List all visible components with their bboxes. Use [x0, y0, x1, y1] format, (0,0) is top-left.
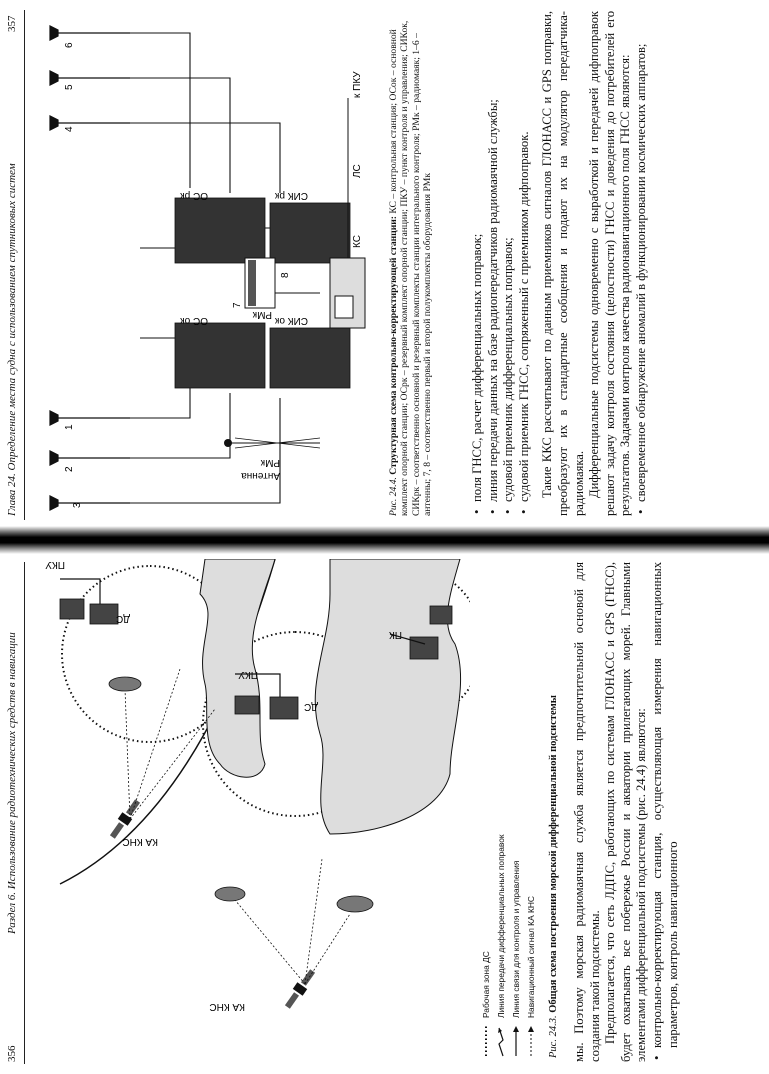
bullet-list: своевременное обнаружение аномалий в фун… [634, 11, 650, 516]
ks-label: КС [352, 235, 363, 248]
os-ok-label: ОС ок [180, 315, 208, 326]
stations [59, 598, 453, 720]
sik-ok-unit [269, 327, 351, 389]
ship-icon [108, 676, 142, 692]
sik-rk-label: СИК рк [274, 190, 308, 201]
ds-mid-label: ДС [304, 701, 318, 712]
legend-item: Линия связи для контроля и управления [508, 834, 523, 1058]
antennas-right [49, 25, 130, 131]
antenna-rm-label: РМк [260, 457, 280, 468]
nav-signals [124, 668, 351, 985]
ship-icon [336, 895, 374, 913]
os-rk-unit [174, 197, 266, 264]
ks-monitor [334, 295, 354, 319]
page-number: 356 [6, 1045, 18, 1063]
antenna-label: Антенна [241, 470, 280, 481]
running-head: Раздел 6. Использование радиотехнических… [6, 632, 18, 934]
dotted-line-icon [484, 1026, 487, 1056]
list-item: судовой приемник дифференциальных поправ… [501, 11, 517, 502]
caption-number: Рис. 24.3. [548, 1015, 559, 1058]
legend-item: Линия передачи дифференциальных поправок [493, 834, 508, 1058]
satellite-icon [284, 969, 316, 1009]
header-rule [24, 562, 25, 1064]
paragraph: Предполагается, что сеть ЛДПС, работающи… [603, 562, 649, 1062]
control-links [60, 578, 426, 697]
unit-8-label: 8 [280, 272, 291, 278]
body-text: мы. Поэтому морская радиомаячная служба … [572, 562, 681, 1062]
book-gutter [0, 526, 769, 554]
figure-caption: Рис. 24.3. Общая схема построения морско… [548, 558, 559, 1058]
legend-item: Рабочая зона ДС [478, 834, 493, 1058]
page-number: 357 [6, 15, 18, 33]
body-text: поля ГНСС, расчет дифференциальных попра… [470, 11, 650, 516]
connection-lines [130, 32, 320, 504]
antenna-6-label: 6 [64, 42, 75, 48]
sik-rk-unit [269, 202, 351, 264]
paragraph: Такие ККС рассчитывают по данным приемни… [540, 11, 586, 516]
figure-legend: Рабочая зона ДС Линия передачи дифференц… [478, 834, 538, 1058]
dashed-arrow-icon [527, 1026, 534, 1056]
k-pku-label: к ПКУ [352, 71, 363, 98]
antennas-left [49, 410, 130, 511]
os-rk-label: ОС рк [180, 190, 208, 201]
pk-label: ПК [389, 629, 402, 640]
list-item: линия передачи данных на базе радиоперед… [486, 11, 502, 502]
header-rule [24, 10, 25, 520]
figure-caption: Рис. 24.4. Структурная схема контрольно-… [388, 11, 434, 516]
paragraph: мы. Поэтому морская радиомаячная служба … [572, 562, 602, 1062]
antenna-5-label: 5 [64, 84, 75, 90]
satellite-icon [109, 799, 141, 839]
ka-kns-top-label: КА КНС [209, 1001, 245, 1012]
equipment-units [174, 197, 351, 389]
rm-label: РМк [252, 309, 272, 320]
land-mid [199, 559, 276, 778]
figure-24-4: 3 2 1 4 5 6 [49, 25, 366, 511]
ship-icon [214, 886, 246, 902]
caption-title: Общая схема построения морской дифференц… [548, 695, 559, 1013]
ls-label: ЛС [352, 164, 363, 178]
list-item: своевременное обнаружение аномалий в фун… [634, 11, 650, 502]
antenna-1-label: 1 [64, 424, 75, 430]
legend-text: Линия передачи дифференциальных поправок [495, 834, 506, 1018]
list-item: судовой приемник ГНСС, сопряженный с при… [517, 11, 533, 503]
land-bottom [314, 559, 462, 835]
working-zone-1 [61, 565, 239, 743]
unit-7-label: 7 [232, 302, 243, 308]
ds-top-label: ДС [116, 613, 130, 624]
lightning-arrow-icon [497, 1027, 504, 1057]
ka-kns-left-label: КА КНС [122, 836, 158, 847]
legend-text: Линия связи для контроля и управления [510, 860, 521, 1018]
sik-ok-label: СИК ок [274, 315, 308, 326]
left-page: 356 Раздел 6. Использование радиотехниче… [0, 554, 769, 1074]
antenna-2-label: 2 [64, 466, 75, 472]
list-item: контрольно-корректирующая станция, осуще… [650, 562, 681, 1048]
legend-text: Рабочая зона ДС [480, 951, 491, 1018]
rm-unit-display [248, 260, 256, 306]
caption-title: Структурная схема контрольно-корректирую… [388, 216, 399, 475]
caption-number: Рис. 24.4. [388, 477, 399, 516]
bullet-list: контрольно-корректирующая станция, осуще… [650, 562, 681, 1062]
solid-arrow-icon [512, 1026, 519, 1056]
antenna-4-label: 4 [64, 126, 75, 132]
legend-item: Навигационный сигнал КА КНС [523, 834, 538, 1058]
antenna-3-label: 3 [72, 502, 83, 508]
pku-top-label: ПКУ [45, 559, 65, 570]
legend-text: Навигационный сигнал КА КНС [525, 896, 536, 1018]
right-page: Глава 24. Определение места судна с испо… [0, 0, 769, 526]
antenna-tower-icon [224, 437, 321, 449]
running-head: Глава 24. Определение места судна с испо… [6, 163, 18, 516]
figure-24-3: КА КНС КА КНС ПКУ ДС ДС ПКУ ПК [45, 559, 470, 1012]
paragraph: Дифференциальные подсистемы одновременно… [587, 11, 633, 516]
list-item: поля ГНСС, расчет дифференциальных попра… [470, 11, 486, 502]
os-ok-unit [174, 322, 266, 389]
bullet-list: поля ГНСС, расчет дифференциальных попра… [470, 11, 532, 516]
